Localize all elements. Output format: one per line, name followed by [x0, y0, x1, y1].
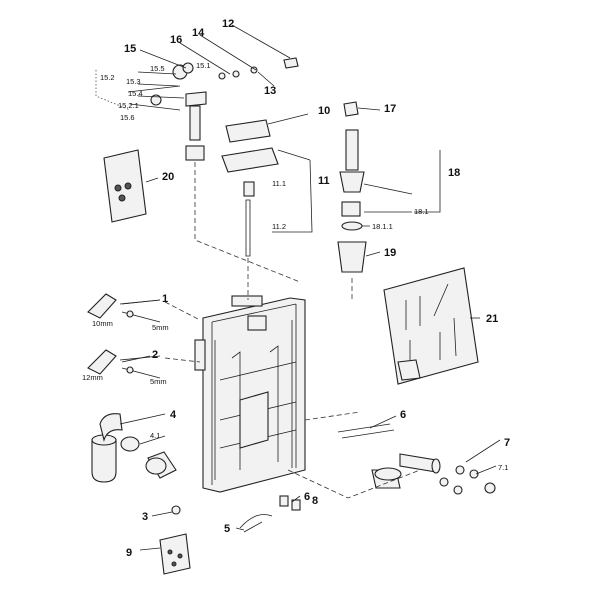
assembly-guides — [95, 70, 421, 499]
flush-valve-part-18 — [337, 101, 367, 273]
label-19: 19 — [384, 247, 396, 259]
dim-1b: 5mm — [152, 323, 169, 332]
label-11: 11 — [318, 175, 330, 187]
label-3: 3 — [142, 511, 148, 523]
label-15-4: 15.4 — [128, 89, 143, 98]
cover-part-11 — [221, 147, 279, 257]
label-15: 15 — [124, 43, 136, 55]
label-14: 14 — [192, 27, 205, 39]
leader-lines — [119, 24, 501, 551]
label-15-2: 15.2 — [100, 73, 115, 82]
label-18: 18 — [448, 167, 460, 179]
label-5: 5 — [224, 523, 230, 535]
label-6: 6 — [400, 409, 406, 421]
label-16: 16 — [170, 34, 182, 46]
dim-1a: 10mm — [92, 319, 113, 328]
label-1: 1 — [162, 293, 168, 305]
label-15-2-1: 15.2.1 — [118, 101, 139, 110]
pipe-set-part-7 — [371, 453, 496, 495]
label-15-5: 15.5 — [150, 64, 165, 73]
label-11-2: 11.2 — [272, 222, 286, 231]
label-10: 10 — [318, 105, 330, 117]
label-4: 4 — [170, 409, 177, 421]
bolt-set-board-part-21 — [383, 267, 479, 385]
clip-part-5 — [239, 514, 273, 533]
fixing-kit-card-part-20 — [103, 149, 147, 223]
label-7: 7 — [504, 437, 510, 449]
installation-frame — [194, 295, 306, 493]
label-15-3: 15.3 — [126, 77, 141, 86]
dim-2a: 12mm — [82, 373, 103, 382]
bracket-part-1 — [87, 293, 201, 323]
label-15-6: 15.6 — [120, 113, 135, 122]
label-8: 8 — [312, 495, 318, 507]
label-18-1: 18.1 — [414, 207, 429, 216]
fill-valve-assembly — [127, 57, 299, 161]
screw-part-3 — [171, 505, 181, 515]
label-15-1: 15.1 — [196, 61, 211, 70]
label-4-1: 4.1 — [150, 431, 160, 440]
label-20: 20 — [162, 171, 174, 183]
label-12: 12 — [222, 18, 234, 30]
label-11-1: 11.1 — [272, 179, 286, 188]
label-6b: 6 — [304, 491, 310, 503]
tray-part-10 — [225, 119, 271, 143]
dim-2b: 5mm — [150, 377, 167, 386]
rods-part-6 — [304, 411, 395, 439]
label-18-1-1: 18.1.1 — [372, 222, 393, 231]
label-7-1: 7.1 — [498, 463, 508, 472]
spacer-part-8 — [279, 495, 301, 511]
label-21: 21 — [486, 313, 498, 325]
label-13: 13 — [264, 85, 276, 97]
callout-labels: 12 14 16 15 15.5 15.1 15.2 15.3 15.4 15.… — [82, 18, 510, 559]
label-9: 9 — [126, 547, 132, 559]
fixing-set-part-9 — [159, 533, 191, 575]
drain-elbow-part-4 — [91, 413, 177, 483]
bracket-part-2 — [87, 349, 201, 379]
label-17: 17 — [384, 103, 396, 115]
label-2: 2 — [152, 349, 158, 361]
